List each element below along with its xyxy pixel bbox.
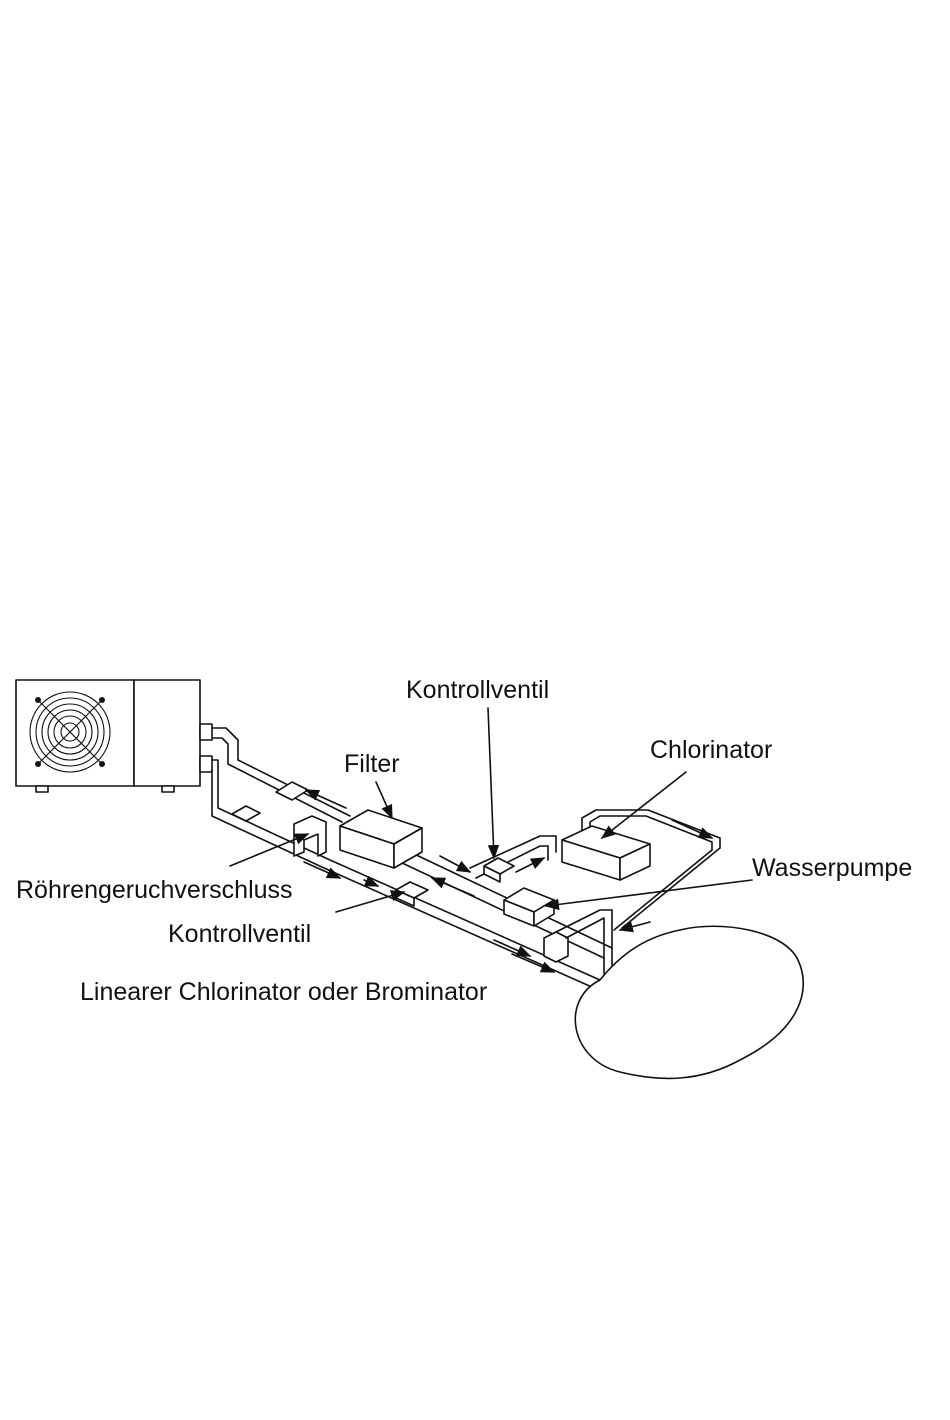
flow-arrow	[304, 862, 340, 878]
filter-unit	[340, 810, 422, 868]
flow-arrow	[432, 878, 474, 896]
label-linearer-chlorinator: Linearer Chlorinator oder Brominator	[80, 978, 487, 1006]
pool	[575, 926, 803, 1078]
label-kontrollventil-bottom: Kontrollventil	[168, 920, 311, 948]
leader-filter	[376, 782, 392, 818]
leader-kontrollventil-bottom	[336, 892, 404, 912]
label-filter: Filter	[344, 750, 400, 778]
label-roehrengeruchverschluss: Röhrengeruchverschluss	[16, 876, 293, 904]
leader-chlorinator	[602, 772, 686, 838]
fan-grille-icon	[30, 692, 110, 772]
label-chlorinator: Chlorinator	[650, 736, 772, 764]
pipe-lower	[212, 760, 600, 988]
flow-arrow	[440, 856, 470, 872]
label-kontrollventil-top: Kontrollventil	[406, 676, 549, 704]
heat-pump-unit	[16, 680, 212, 792]
pipe-upper	[212, 728, 350, 822]
flow-arrow	[516, 858, 544, 872]
leader-kontrollventil-top	[488, 708, 494, 858]
water-pump-unit	[504, 888, 554, 926]
pool-connection	[544, 910, 612, 974]
pipe-coupling	[232, 782, 308, 821]
flow-arrow	[306, 790, 346, 808]
label-wasserpumpe: Wasserpumpe	[752, 854, 912, 882]
